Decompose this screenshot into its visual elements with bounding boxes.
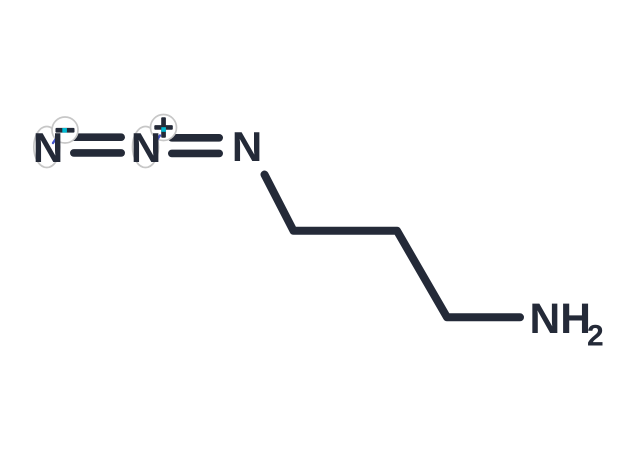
azide-central-n-label: N bbox=[131, 124, 161, 171]
azide-double-bond-2 bbox=[168, 134, 223, 158]
charge-leader-tick-central-n bbox=[154, 134, 162, 144]
amine-label: NH bbox=[530, 296, 591, 343]
double-bond-line-top bbox=[168, 134, 223, 142]
plus-charge-dot bbox=[161, 127, 166, 132]
double-bond-line-top bbox=[70, 133, 125, 141]
minus-charge-dot bbox=[62, 128, 67, 133]
atom-highlight-ellipse-terminal-n bbox=[32, 125, 61, 169]
propyl-chain-bond bbox=[260, 170, 524, 322]
double-bond-line-bottom bbox=[70, 149, 125, 157]
azide-inner-n-label: N bbox=[232, 123, 262, 170]
azide-double-bond-1 bbox=[70, 133, 125, 157]
amine-subscript: 2 bbox=[587, 320, 604, 353]
azide-terminal-n-label: N bbox=[33, 124, 63, 171]
plus-charge-badge bbox=[149, 113, 178, 142]
atom-highlight-ellipse-central-n bbox=[131, 125, 160, 169]
charge-leader-tick-terminal-n bbox=[51, 134, 59, 145]
double-bond-line-bottom bbox=[168, 149, 223, 158]
